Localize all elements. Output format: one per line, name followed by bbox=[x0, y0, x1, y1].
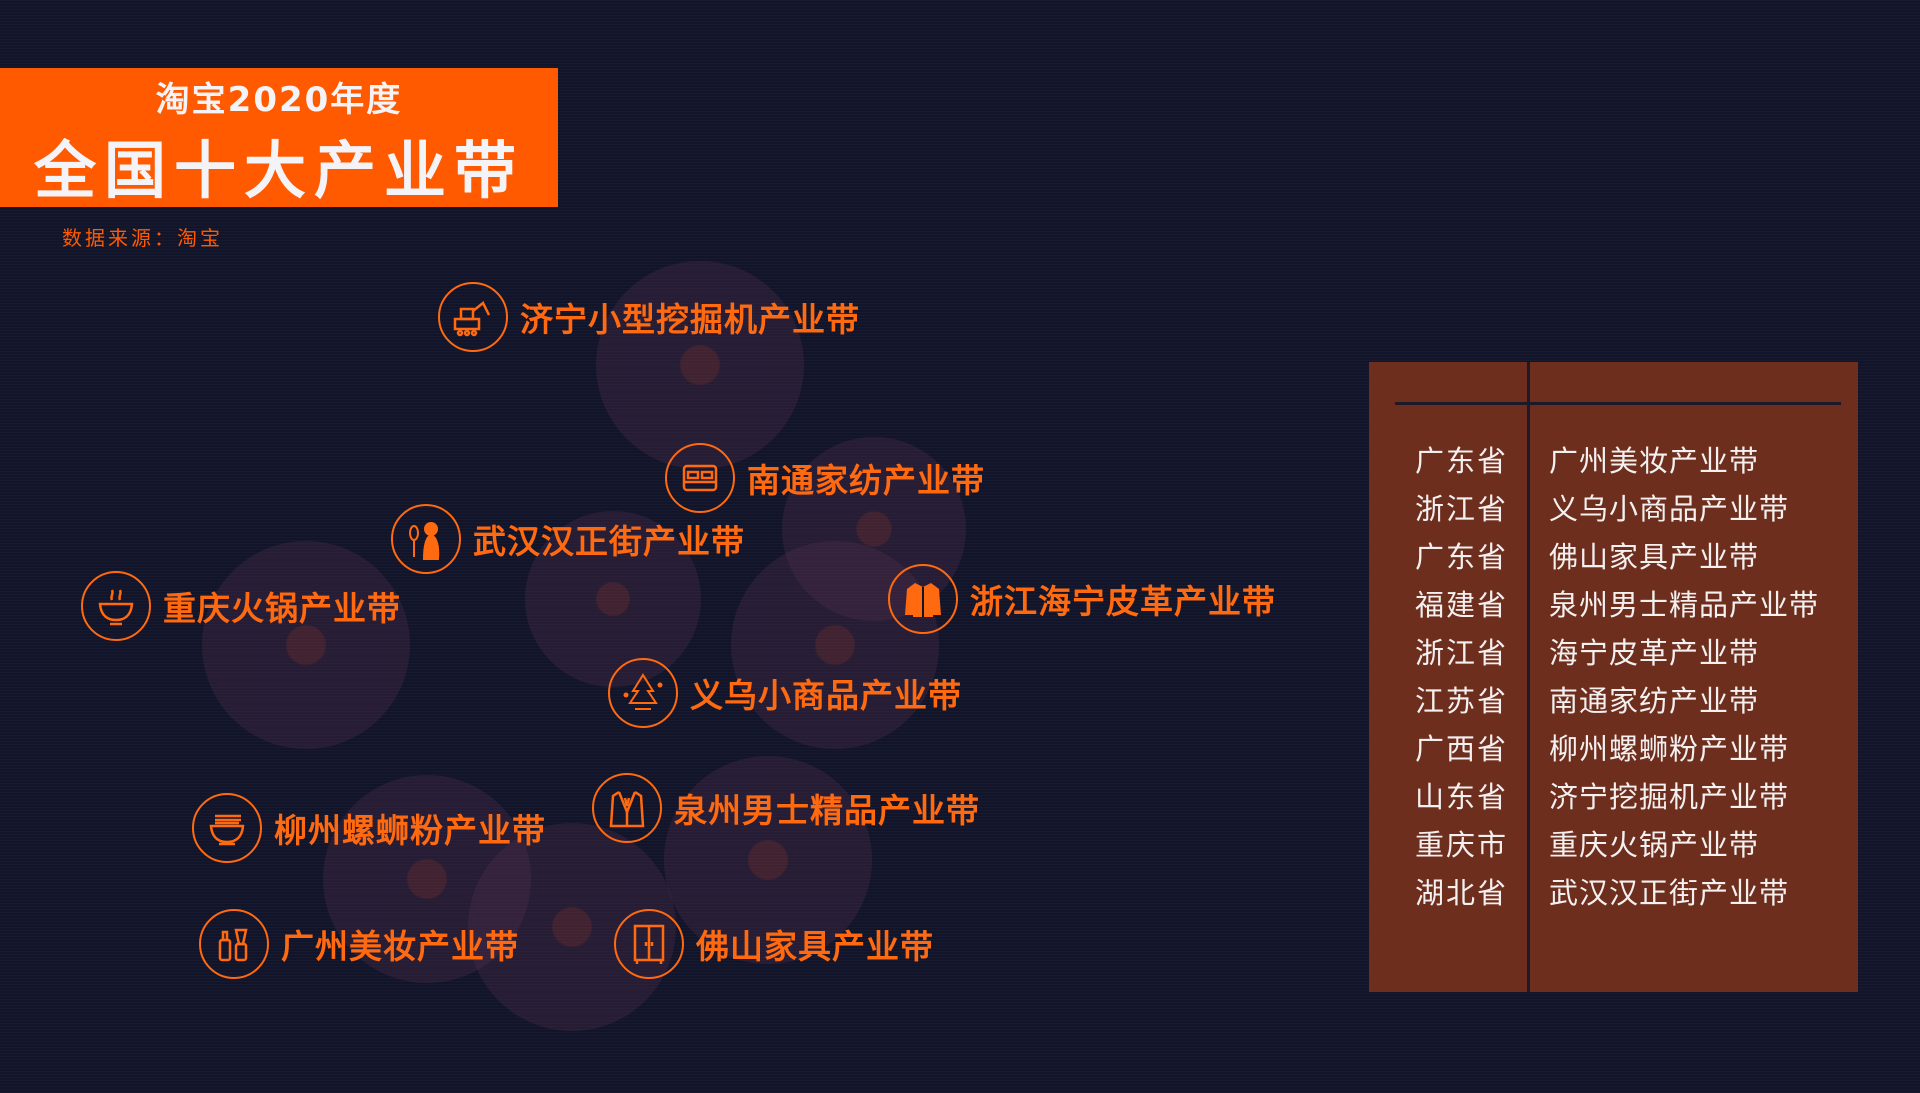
belt-label: 浙江海宁皮革产业带 bbox=[970, 582, 1276, 621]
belt-label: 南通家纺产业带 bbox=[747, 461, 985, 500]
excavator-icon bbox=[438, 282, 508, 352]
belt-nantong: 南通家纺产业带 bbox=[665, 443, 985, 513]
belt-label: 柳州螺蛳粉产业带 bbox=[274, 811, 546, 850]
belt-quanzhou: 泉州男士精品产业带 bbox=[592, 773, 980, 843]
table-row: 山东省 济宁挖掘机产业带 bbox=[1369, 774, 1858, 822]
belt-foshan: 佛山家具产业带 bbox=[614, 909, 934, 979]
province-cell: 重庆市 bbox=[1414, 828, 1508, 862]
belt-wuhan: 武汉汉正街产业带 bbox=[391, 504, 745, 574]
province-cell: 湖北省 bbox=[1414, 876, 1508, 910]
province-cell: 浙江省 bbox=[1414, 492, 1508, 526]
christmas-tree-icon bbox=[608, 658, 678, 728]
cosmetics-icon bbox=[199, 909, 269, 979]
province-cell: 福建省 bbox=[1414, 588, 1508, 622]
belt-label: 武汉汉正街产业带 bbox=[473, 522, 745, 561]
woman-mirror-icon bbox=[391, 504, 461, 574]
province-table: 广东省广州美妆产业带 浙江省义乌小商品产业带 广东省佛山家具产业带 福建省泉州男… bbox=[1369, 362, 1858, 992]
belt-cell: 佛山家具产业带 bbox=[1549, 540, 1760, 574]
column-divider bbox=[1527, 362, 1530, 992]
belt-liuzhou: 柳州螺蛳粉产业带 bbox=[192, 793, 546, 863]
belt-guangzhou: 广州美妆产业带 bbox=[199, 909, 519, 979]
bed-icon bbox=[665, 443, 735, 513]
suit-icon bbox=[592, 773, 662, 843]
belt-jining: 济宁小型挖掘机产业带 bbox=[438, 282, 860, 352]
belt-haining: 浙江海宁皮革产业带 bbox=[888, 564, 1276, 634]
page-title: 全国十大产业带 bbox=[33, 134, 524, 207]
belt-cell: 南通家纺产业带 bbox=[1549, 684, 1760, 718]
title-banner: 淘宝2020年度 全国十大产业带 bbox=[0, 68, 558, 207]
belt-label: 义乌小商品产业带 bbox=[690, 676, 962, 715]
belt-cell: 广州美妆产业带 bbox=[1549, 444, 1760, 478]
table-row: 浙江省 义乌小商品产业带 bbox=[1369, 486, 1858, 534]
header-divider bbox=[1395, 402, 1841, 405]
table-row: 广东省 广州美妆产业带 bbox=[1369, 438, 1858, 486]
belt-label: 泉州男士精品产业带 bbox=[674, 791, 980, 830]
belt-cell: 柳州螺蛳粉产业带 bbox=[1549, 732, 1790, 766]
province-cell: 广东省 bbox=[1414, 540, 1508, 574]
belt-label: 佛山家具产业带 bbox=[696, 927, 934, 966]
table-row: 福建省 泉州男士精品产业带 bbox=[1369, 582, 1858, 630]
belt-cell: 重庆火锅产业带 bbox=[1549, 828, 1760, 862]
belt-label: 重庆火锅产业带 bbox=[163, 589, 401, 628]
wardrobe-icon bbox=[614, 909, 684, 979]
belt-cell: 济宁挖掘机产业带 bbox=[1549, 780, 1790, 814]
table-row: 江苏省 南通家纺产业带 bbox=[1369, 678, 1858, 726]
table-row: 广东省 佛山家具产业带 bbox=[1369, 534, 1858, 582]
belt-yiwu: 义乌小商品产业带 bbox=[608, 658, 962, 728]
belt-cell: 武汉汉正街产业带 bbox=[1549, 876, 1790, 910]
data-source: 数据来源：淘宝 bbox=[62, 226, 223, 250]
subtitle: 淘宝2020年度 bbox=[155, 80, 403, 120]
noodle-bowl-icon bbox=[192, 793, 262, 863]
belt-cell: 义乌小商品产业带 bbox=[1549, 492, 1790, 526]
decor-bubble bbox=[664, 756, 872, 964]
decor-bubble bbox=[202, 541, 410, 749]
decor-bubble bbox=[596, 261, 804, 469]
decor-bubble bbox=[323, 775, 531, 983]
province-cell: 浙江省 bbox=[1414, 636, 1508, 670]
province-cell: 广东省 bbox=[1414, 444, 1508, 478]
decor-bubble bbox=[525, 511, 701, 687]
belt-cell: 海宁皮革产业带 bbox=[1549, 636, 1760, 670]
belt-label: 广州美妆产业带 bbox=[281, 927, 519, 966]
province-cell: 山东省 bbox=[1414, 780, 1508, 814]
table-row: 湖北省 武汉汉正街产业带 bbox=[1369, 870, 1858, 918]
belt-label: 济宁小型挖掘机产业带 bbox=[520, 300, 860, 339]
hotpot-icon bbox=[81, 571, 151, 641]
table-row: 重庆市 重庆火锅产业带 bbox=[1369, 822, 1858, 870]
table-row: 广西省 柳州螺蛳粉产业带 bbox=[1369, 726, 1858, 774]
belt-cell: 泉州男士精品产业带 bbox=[1549, 588, 1820, 622]
leather-jacket-icon bbox=[888, 564, 958, 634]
province-cell: 江苏省 bbox=[1414, 684, 1508, 718]
belt-chongqing: 重庆火锅产业带 bbox=[81, 571, 401, 641]
province-cell: 广西省 bbox=[1414, 732, 1508, 766]
table-row: 浙江省 海宁皮革产业带 bbox=[1369, 630, 1858, 678]
